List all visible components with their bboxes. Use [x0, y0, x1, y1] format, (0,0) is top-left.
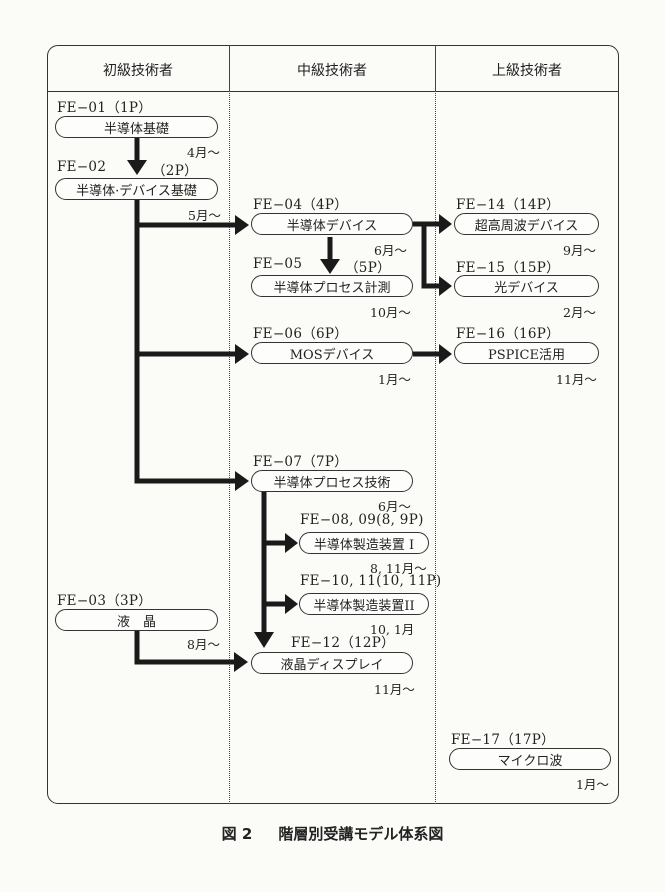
course-box-fe04: 半導体デバイス	[251, 213, 413, 235]
header-divider	[47, 91, 619, 92]
course-title-fe02: 半導体·デバイス基礎	[76, 183, 197, 199]
course-box-fe14: 超高周波デバイス	[454, 213, 599, 235]
course-title-fe1011: 半導体製造装置II	[313, 598, 415, 614]
figure-title: 階層別受講モデル体系図	[278, 825, 444, 843]
course-code-fe02: FE−02	[57, 159, 107, 175]
course-code-fe06: FE−06（6P）	[253, 326, 349, 342]
arrow-fe02-fe07	[134, 200, 238, 484]
course-box-fe07: 半導体プロセス技術	[251, 470, 413, 492]
course-title-fe04: 半導体デバイス	[286, 218, 378, 234]
figure-number: 図 2	[221, 825, 253, 843]
course-box-fe06: MOSデバイス	[251, 342, 413, 364]
course-box-fe03: 液 晶	[55, 609, 218, 631]
course-box-fe02: 半導体·デバイス基礎	[55, 178, 218, 200]
diagram-frame	[47, 45, 619, 804]
course-title-fe17: マイクロ波	[497, 753, 563, 769]
course-month-fe06: 1月〜	[378, 372, 411, 387]
course-code-fe03: FE−03（3P）	[57, 593, 153, 609]
course-code-fe12: FE−12（12P）	[291, 635, 395, 651]
course-title-fe15: 光デバイス	[494, 280, 559, 296]
course-month-fe07: 6月〜	[378, 499, 411, 514]
course-box-fe12: 液晶ディスプレイ	[251, 652, 413, 674]
course-month-fe16: 11月〜	[556, 372, 597, 387]
course-month-fe1011: 10, 1月	[370, 622, 415, 637]
course-month-fe14: 9月〜	[563, 243, 596, 258]
course-pages-fe05: （5P）	[345, 260, 391, 276]
course-pages-fe02: （2P）	[152, 163, 198, 179]
course-code-fe1011: FE−10, 11(10, 11P)	[300, 573, 442, 589]
course-month-fe15: 2月〜	[563, 305, 596, 320]
course-month-fe17: 1月〜	[576, 777, 609, 792]
arrow-fe03-fe12	[134, 631, 236, 665]
header-intermediate: 中級技術者	[297, 63, 367, 79]
course-title-fe05: 半導体プロセス計測	[273, 280, 391, 296]
course-title-fe01: 半導体基礎	[103, 121, 169, 137]
course-box-fe01: 半導体基礎	[55, 116, 218, 138]
header-beginner: 初級技術者	[103, 63, 173, 79]
course-month-fe01: 4月〜	[187, 145, 220, 160]
course-title-fe12: 液晶ディスプレイ	[280, 657, 384, 673]
course-title-fe16: PSPICE活用	[488, 347, 565, 363]
course-code-fe17: FE−17（17P）	[451, 732, 555, 748]
course-code-fe01: FE−01（1P）	[57, 100, 153, 116]
course-title-fe03: 液 晶	[116, 614, 156, 630]
course-code-fe07: FE−07（7P）	[253, 454, 349, 470]
course-month-fe04: 6月〜	[374, 243, 407, 258]
course-month-fe03: 8月〜	[187, 637, 220, 652]
course-month-fe12: 11月〜	[374, 682, 415, 697]
course-box-fe15: 光デバイス	[454, 275, 599, 297]
course-title-fe07: 半導体プロセス技術	[273, 475, 391, 491]
course-title-fe0809: 半導体製造装置 I	[313, 537, 415, 553]
course-title-fe14: 超高周波デバイス	[474, 218, 579, 234]
course-box-fe05: 半導体プロセス計測	[251, 275, 413, 297]
column-divider-dotted	[435, 91, 436, 804]
course-box-fe1011: 半導体製造装置II	[299, 593, 429, 615]
course-code-fe05: FE−05	[253, 256, 303, 272]
header-advanced: 上級技術者	[492, 63, 562, 79]
figure-caption: 図 2 階層別受講モデル体系図	[0, 823, 665, 844]
course-box-fe0809: 半導体製造装置 I	[299, 532, 429, 554]
course-code-fe04: FE−04（4P）	[253, 197, 349, 213]
course-box-fe17: マイクロ波	[449, 748, 611, 770]
course-month-fe02: 5月〜	[188, 208, 221, 223]
course-code-fe16: FE−16（16P）	[456, 326, 560, 342]
column-divider	[229, 45, 230, 91]
column-divider-dotted	[229, 91, 230, 804]
column-divider	[435, 45, 436, 91]
course-month-fe0809: 8, 11月〜	[370, 561, 427, 576]
course-code-fe14: FE−14（14P）	[456, 197, 560, 213]
course-title-fe06: MOSデバイス	[289, 347, 375, 363]
course-month-fe05: 10月〜	[370, 305, 411, 320]
course-box-fe16: PSPICE活用	[454, 342, 599, 364]
arrow-fe04-fe15	[421, 224, 441, 289]
course-code-fe15: FE−15（15P）	[456, 260, 560, 276]
course-code-fe0809: FE−08, 09(8, 9P)	[300, 512, 424, 528]
